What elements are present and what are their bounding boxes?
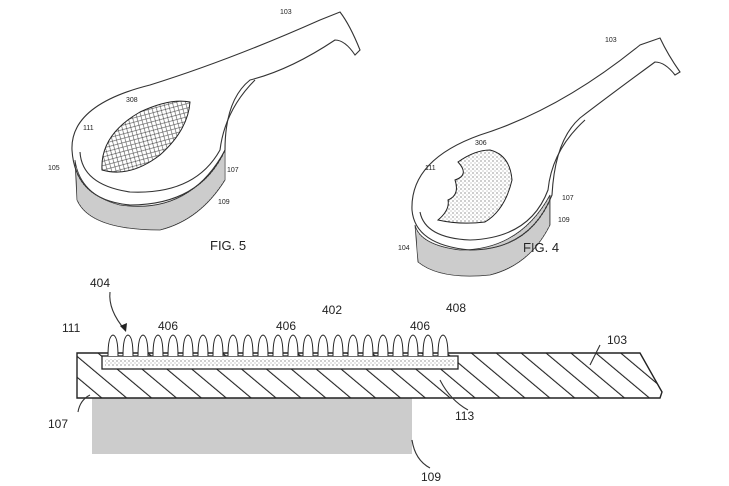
- label-408: 408: [446, 301, 466, 315]
- nub: [272, 334, 284, 357]
- label-109: 109: [558, 217, 570, 224]
- nub: [197, 334, 209, 357]
- label-104: 104: [398, 245, 410, 252]
- nub: [107, 334, 119, 357]
- nub: [347, 334, 359, 357]
- label-107: 107: [562, 195, 574, 202]
- label-308: 308: [126, 97, 138, 104]
- nub: [212, 334, 224, 357]
- nub: [302, 334, 314, 357]
- label-109: 109: [421, 470, 441, 484]
- leader-107: [77, 394, 91, 413]
- insert-fill: [105, 359, 455, 366]
- label-103: 103: [607, 333, 627, 347]
- insert-306: [436, 149, 513, 224]
- nub: [392, 334, 404, 357]
- arrow-head: [120, 323, 127, 332]
- nub: [122, 334, 134, 357]
- nub: [227, 334, 239, 357]
- figure-4-caption: FIG. 4: [523, 240, 559, 255]
- brush-head-rim: [419, 119, 586, 241]
- figure-5-caption: FIG. 5: [210, 238, 246, 253]
- label-402: 402: [322, 303, 342, 317]
- figure-4: 103 306 111 107 104 109 FIG. 4: [398, 37, 681, 277]
- nub: [437, 334, 449, 357]
- nub: [257, 334, 269, 357]
- label-406-b: 406: [276, 319, 296, 333]
- nub: [287, 334, 299, 357]
- label-107: 107: [227, 167, 239, 174]
- label-107: 107: [48, 417, 68, 431]
- leader-103: [589, 344, 601, 366]
- nub: [377, 334, 389, 357]
- nub: [422, 334, 434, 357]
- brush-bristle-block: [414, 194, 551, 277]
- label-111: 111: [83, 125, 94, 132]
- nub: [182, 334, 194, 357]
- label-111: 111: [62, 321, 81, 335]
- label-103: 103: [280, 9, 292, 16]
- brush-head-rim: [79, 79, 256, 193]
- label-103: 103: [605, 37, 617, 44]
- label-306: 306: [475, 140, 487, 147]
- label-404: 404: [90, 276, 110, 290]
- nub: [152, 334, 164, 357]
- label-406-c: 406: [410, 319, 430, 333]
- nub: [317, 334, 329, 357]
- label-406-a: 406: [158, 319, 178, 333]
- label-109: 109: [218, 199, 230, 206]
- brush-head-outline: [411, 37, 681, 251]
- label-111: 111: [425, 165, 436, 172]
- label-113: 113: [455, 409, 474, 423]
- nub: [407, 334, 419, 357]
- leader-109: [411, 439, 431, 469]
- leader-113: [439, 379, 469, 411]
- brush-head-outline: [71, 11, 361, 206]
- nub: [332, 334, 344, 357]
- nub: [242, 334, 254, 357]
- nubs-row: [107, 334, 449, 357]
- insert-308: [101, 100, 191, 173]
- nub: [137, 334, 149, 357]
- nub: [167, 334, 179, 357]
- arrow-404: [109, 291, 126, 331]
- nub: [362, 334, 374, 357]
- figure-5: 103 308 111 107 105 109 FIG. 5: [48, 9, 361, 253]
- cross-section: 404 111 406 406 402 406 408 103 107 113 …: [48, 276, 663, 484]
- label-105: 105: [48, 165, 60, 172]
- bristle-block: [92, 398, 412, 454]
